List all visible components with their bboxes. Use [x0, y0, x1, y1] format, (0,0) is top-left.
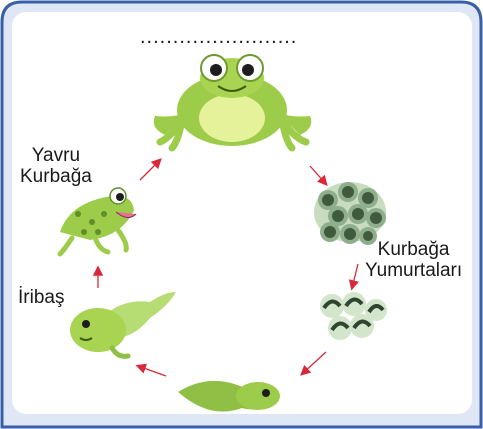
diagram-title: ........................	[140, 26, 297, 48]
young-frog-label-line1: Yavru	[20, 146, 92, 167]
eggs-label-line1: Kurbağa	[365, 240, 462, 261]
egg-cluster-icon	[314, 182, 386, 245]
tadpole-label: İribaş	[18, 288, 64, 309]
eggs-label-line2: Yumurtaları	[365, 261, 462, 282]
young-frog-label: Yavru Kurbağa	[20, 146, 92, 188]
eggs-label: Kurbağa Yumurtaları	[365, 240, 462, 282]
young-frog-label-line2: Kurbağa	[20, 167, 92, 188]
